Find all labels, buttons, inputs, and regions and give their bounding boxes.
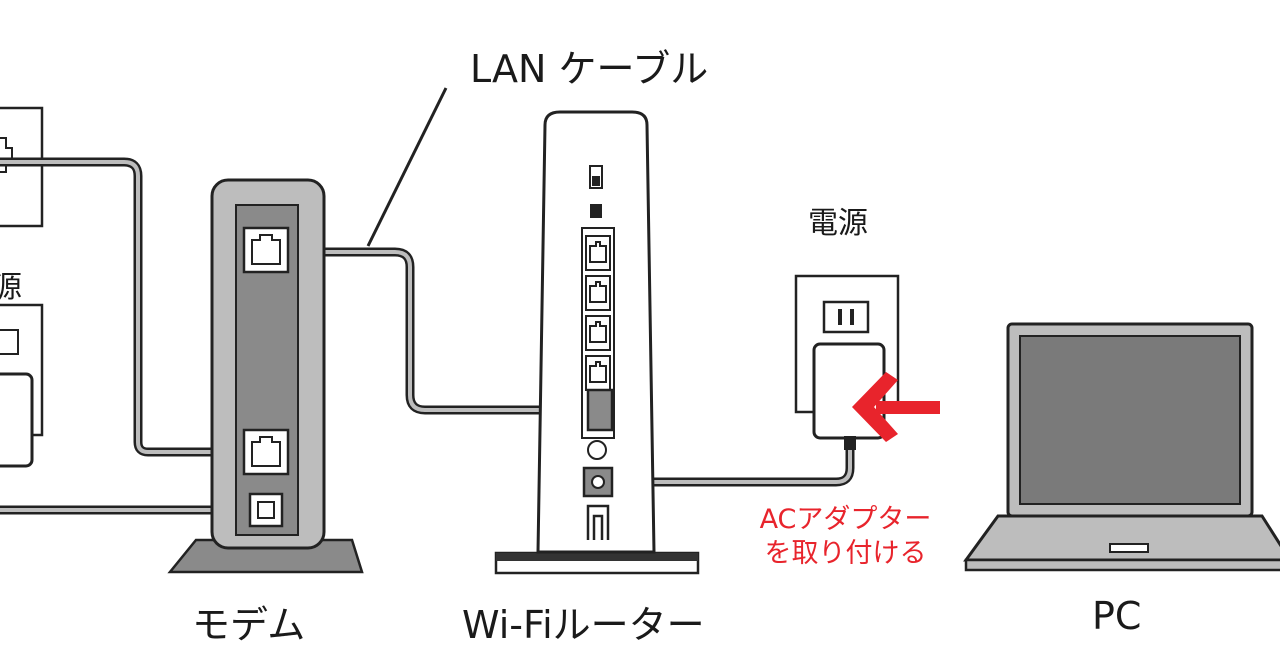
- router-wan-port: [586, 388, 614, 432]
- router-reset-button: [587, 440, 607, 460]
- annotation-line-2: を取り付ける: [764, 538, 927, 569]
- power-label: 電源: [808, 206, 868, 241]
- left-ac-adapter: [0, 372, 34, 468]
- laptop-pc: [963, 322, 1280, 572]
- router-switch-2: [590, 204, 602, 218]
- laptop-screen: [1019, 335, 1241, 505]
- modem-lan-port-lower: [242, 428, 290, 476]
- red-arrow-icon: [852, 372, 940, 442]
- lan-cable-pointer: [366, 87, 448, 247]
- laptop-base: [963, 514, 1280, 562]
- cables: [0, 157, 855, 515]
- modem-label: モデム: [192, 603, 306, 647]
- laptop-trackpad: [1109, 543, 1149, 553]
- left-outlet-socket: [0, 329, 19, 355]
- modem: [167, 178, 364, 574]
- left-power-label: 源: [0, 270, 22, 305]
- wifi-router: [494, 110, 700, 575]
- lan-cable-label: LAN ケーブル: [470, 47, 709, 91]
- left-wall-outlet-group: [0, 106, 44, 468]
- ac-adapter-annotation: ACアダプター を取り付ける: [738, 503, 953, 571]
- modem-lan-port-upper: [242, 226, 290, 274]
- router-lan-ports: [585, 235, 611, 391]
- annotation-line-1: ACアダプター: [759, 504, 932, 535]
- router-usb-port: [586, 504, 610, 540]
- outlet-socket: [822, 300, 870, 334]
- modem-power-port: [248, 492, 284, 528]
- pc-label: PC: [1092, 594, 1142, 638]
- router-label: Wi-Fiルーター: [462, 603, 705, 647]
